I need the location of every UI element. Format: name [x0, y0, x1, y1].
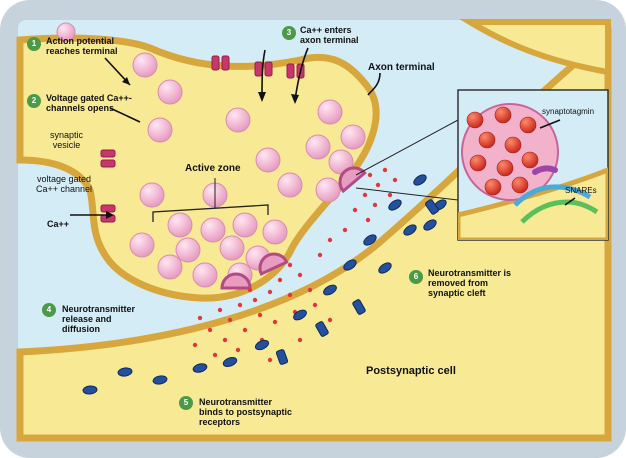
postsynaptic-cell-label: Postsynaptic cell [366, 366, 456, 376]
step-4-badge: 4 [42, 303, 56, 317]
step-5-badge: 5 [179, 396, 193, 410]
voltage-gated-channel-label: voltage gated Ca++ channel [36, 174, 92, 194]
step-5-label: Neurotransmitter binds to postsynaptic r… [199, 397, 292, 427]
axon-terminal-label: Axon terminal [368, 63, 435, 73]
step-3-badge: 3 [282, 26, 296, 40]
calcium-ion-label: Ca++ [47, 219, 69, 229]
step-2-badge: 2 [27, 94, 41, 108]
synaptic-vesicle-label: synaptic vesicle [50, 130, 83, 150]
step-3-label: Ca++ enters axon terminal [300, 25, 359, 45]
step-4-label: Neurotransmitter release and diffusion [62, 304, 135, 334]
step-2-label: Voltage gated Ca++- channels opens [46, 93, 132, 113]
step-6-badge: 6 [409, 270, 423, 284]
step-1-badge: 1 [27, 37, 41, 51]
active-zone-label: Active zone [185, 164, 241, 174]
step-1-label: Action potential reaches terminal [46, 36, 118, 56]
step-6-label: Neurotransmitter is removed from synapti… [428, 268, 511, 298]
synaptotagmin-label: synaptotagmin [542, 107, 594, 117]
snares-label: SNAREs [565, 186, 597, 196]
